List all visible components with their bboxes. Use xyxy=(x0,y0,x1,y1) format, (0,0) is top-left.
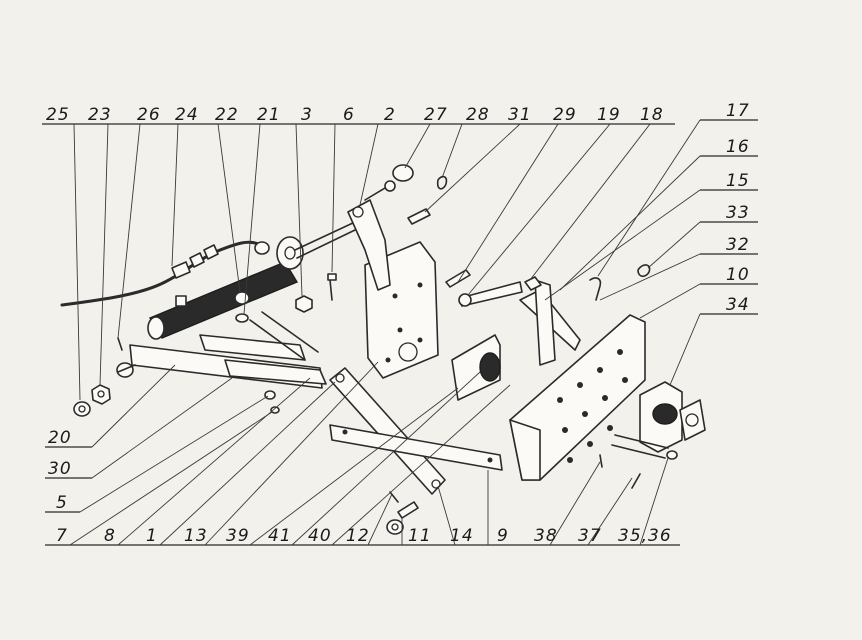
callout-labels: 25 23 26 24 22 21 3 6 2 27 28 31 29 19 1… xyxy=(46,101,750,546)
callout-label-15: 15 xyxy=(726,171,750,191)
washer-7 xyxy=(270,406,280,414)
callout-label-13: 13 xyxy=(184,526,208,546)
callout-label-24: 24 xyxy=(175,105,199,125)
bushing-27 xyxy=(392,164,414,182)
callout-label-39: 39 xyxy=(226,526,250,546)
washer-8 xyxy=(264,390,276,400)
callout-label-21: 21 xyxy=(257,105,281,125)
callout-label-20: 20 xyxy=(48,428,72,448)
callout-label-38: 38 xyxy=(534,526,558,546)
clip-28 xyxy=(436,175,448,190)
pin-26 xyxy=(117,337,123,351)
fitting-22 xyxy=(234,291,250,305)
right-lever-assembly xyxy=(458,276,602,366)
hitch-block-10 xyxy=(509,314,646,481)
callout-label-6: 6 xyxy=(343,105,355,125)
hydraulic-cylinder xyxy=(147,221,356,340)
left-frame-arm xyxy=(116,311,327,389)
pin-31 xyxy=(407,208,431,225)
callout-label-41: 41 xyxy=(268,526,292,546)
callout-label-5: 5 xyxy=(56,493,68,513)
callout-label-33: 33 xyxy=(726,203,750,223)
callout-label-12: 12 xyxy=(346,526,370,546)
callout-label-11: 11 xyxy=(408,526,432,546)
bolt-11 xyxy=(397,501,419,519)
callout-label-10: 10 xyxy=(726,265,750,285)
callout-label-3: 3 xyxy=(301,105,313,125)
parts-drawing xyxy=(60,164,706,535)
callout-label-23: 23 xyxy=(88,105,112,125)
clip-33 xyxy=(637,264,651,278)
pin-12 xyxy=(389,491,399,503)
callout-label-27: 27 xyxy=(424,105,448,125)
callout-label-14: 14 xyxy=(450,526,474,546)
callout-label-1: 1 xyxy=(146,526,158,546)
leader-lines xyxy=(42,119,758,546)
callout-label-2: 2 xyxy=(384,105,396,125)
callout-label-31: 31 xyxy=(508,105,532,125)
callout-label-22: 22 xyxy=(215,105,239,125)
bolt-3 xyxy=(329,279,333,301)
callout-label-26: 26 xyxy=(137,105,161,125)
callout-label-16: 16 xyxy=(726,137,750,157)
linkage-bar-41 xyxy=(329,367,446,495)
pin-37 xyxy=(631,473,641,489)
callout-label-9: 9 xyxy=(497,526,509,546)
bracket-39 xyxy=(451,334,501,401)
callout-label-17: 17 xyxy=(726,101,750,121)
nut-3 xyxy=(295,295,313,313)
callout-label-8: 8 xyxy=(104,526,116,546)
callout-label-37: 37 xyxy=(578,526,602,546)
nipple-24 xyxy=(175,295,187,307)
callout-label-35-36: 35,36 xyxy=(618,526,672,546)
callout-label-19: 19 xyxy=(597,105,621,125)
pin-29 xyxy=(445,269,471,288)
pin-38 xyxy=(599,454,603,468)
lever-2 xyxy=(347,180,396,291)
callout-label-30: 30 xyxy=(48,459,72,479)
callout-label-32: 32 xyxy=(726,235,750,255)
clevis-34 xyxy=(611,381,706,460)
washer-21 xyxy=(235,313,249,323)
hydraulic-hose xyxy=(60,240,270,307)
callout-label-34: 34 xyxy=(726,295,750,315)
callout-label-28: 28 xyxy=(466,105,490,125)
callout-label-40: 40 xyxy=(308,526,332,546)
callout-label-7: 7 xyxy=(56,526,68,546)
callout-label-18: 18 xyxy=(640,105,664,125)
callout-label-25: 25 xyxy=(46,105,70,125)
callout-label-29: 29 xyxy=(553,105,577,125)
